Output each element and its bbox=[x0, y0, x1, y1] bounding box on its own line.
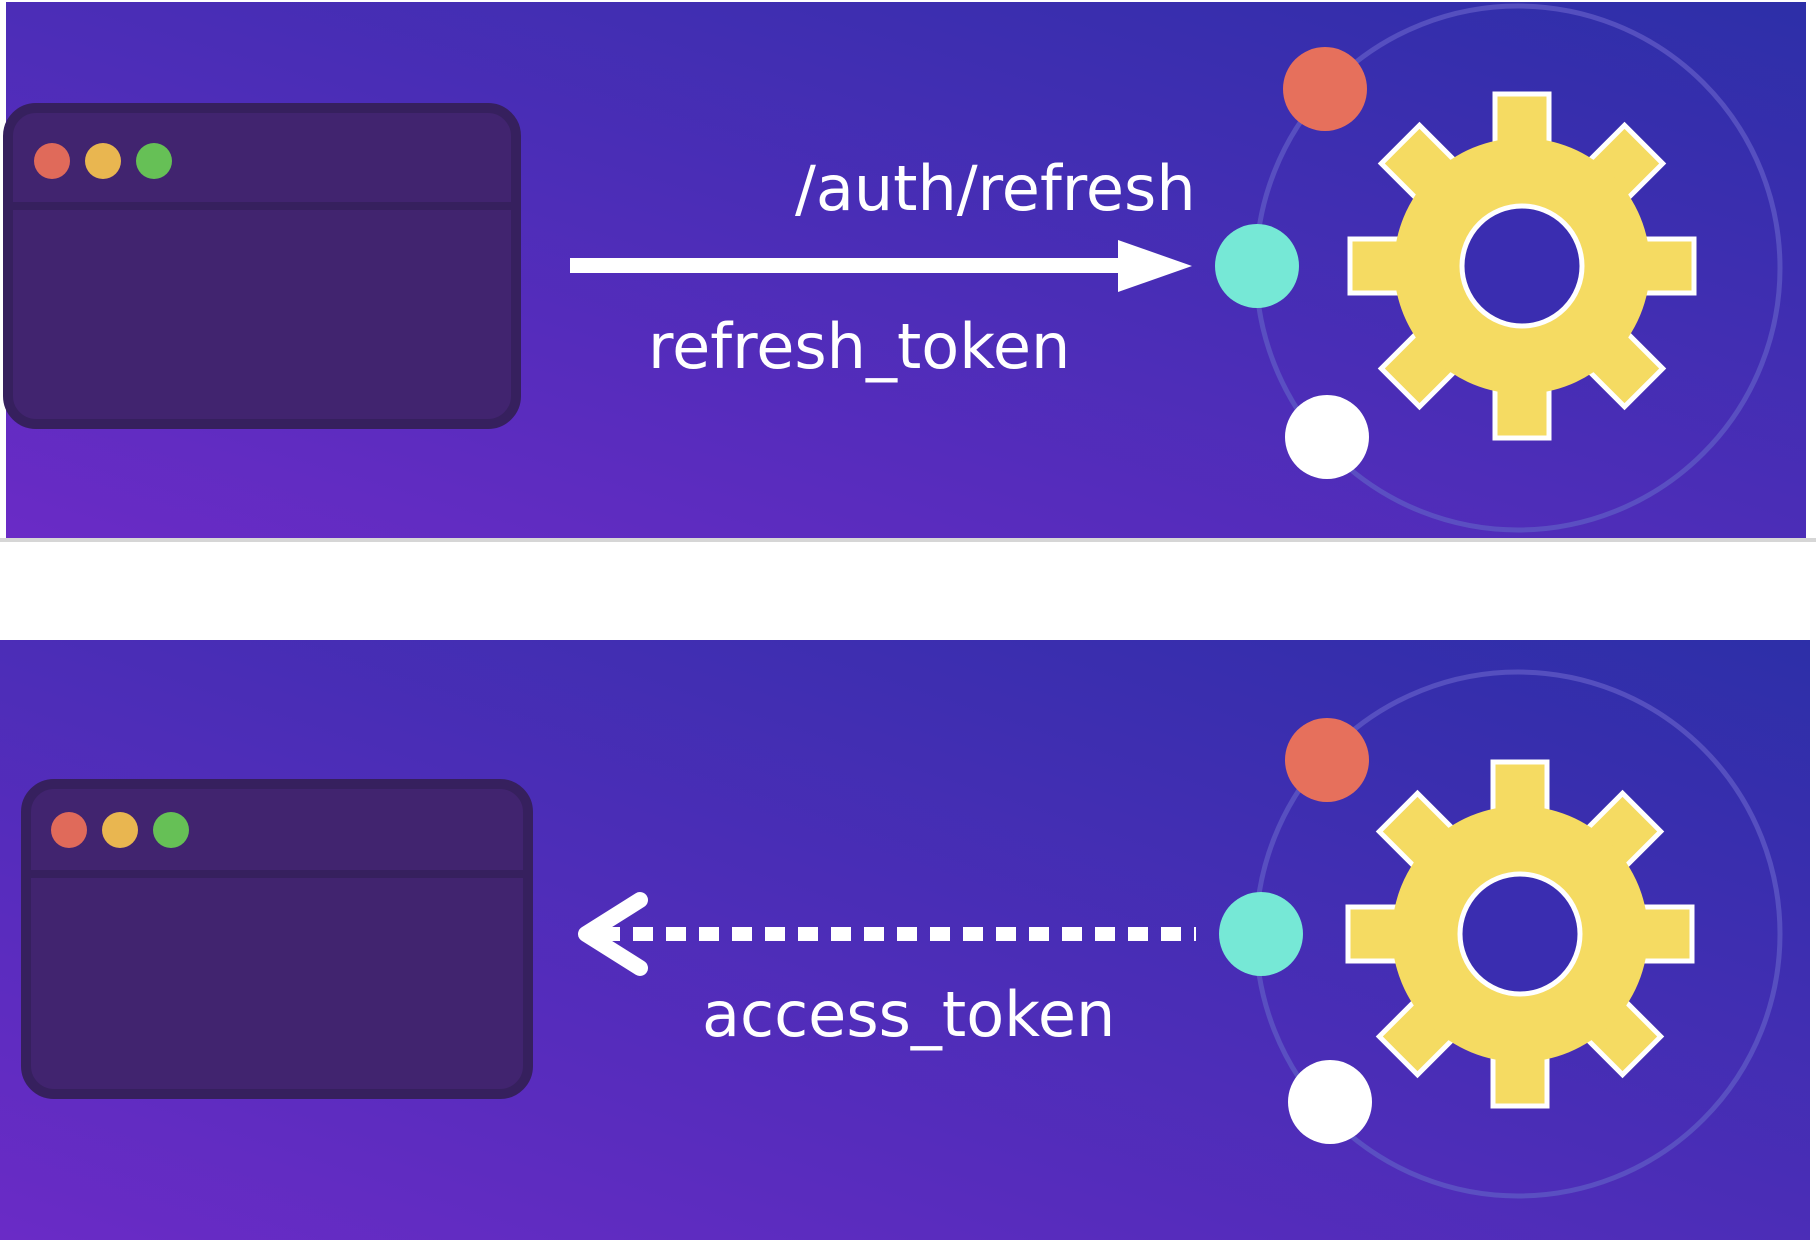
endpoint-label: /auth/refresh bbox=[795, 152, 1196, 225]
token-label: refresh_token bbox=[648, 310, 1070, 383]
orange-node bbox=[1283, 47, 1367, 131]
request-arrow bbox=[570, 240, 1192, 292]
server-node-group bbox=[1215, 3, 1783, 533]
window-maximize-dot bbox=[153, 812, 189, 848]
panel-divider bbox=[0, 538, 1816, 542]
teal-node bbox=[1219, 892, 1303, 976]
window-maximize-dot bbox=[136, 143, 172, 179]
window-minimize-dot bbox=[102, 812, 138, 848]
refresh-request-panel: /auth/refresh refresh_token bbox=[0, 0, 1816, 542]
token-label: access_token bbox=[702, 978, 1115, 1051]
refresh-request-diagram: /auth/refresh refresh_token bbox=[0, 2, 1816, 542]
window-minimize-dot bbox=[85, 143, 121, 179]
browser-window-icon bbox=[3, 103, 521, 429]
teal-node bbox=[1215, 224, 1299, 308]
token-response-diagram: access_token bbox=[0, 640, 1810, 1240]
gear-icon bbox=[1345, 759, 1695, 1109]
browser-window-icon bbox=[21, 779, 533, 1099]
window-close-dot bbox=[34, 143, 70, 179]
window-close-dot bbox=[51, 812, 87, 848]
white-node bbox=[1288, 1060, 1372, 1144]
response-arrow bbox=[578, 892, 1196, 976]
token-response-panel: access_token bbox=[0, 638, 1816, 1246]
orange-node bbox=[1285, 718, 1369, 802]
gear-icon bbox=[1347, 91, 1697, 441]
white-node bbox=[1285, 395, 1369, 479]
server-node-group bbox=[1219, 669, 1783, 1199]
